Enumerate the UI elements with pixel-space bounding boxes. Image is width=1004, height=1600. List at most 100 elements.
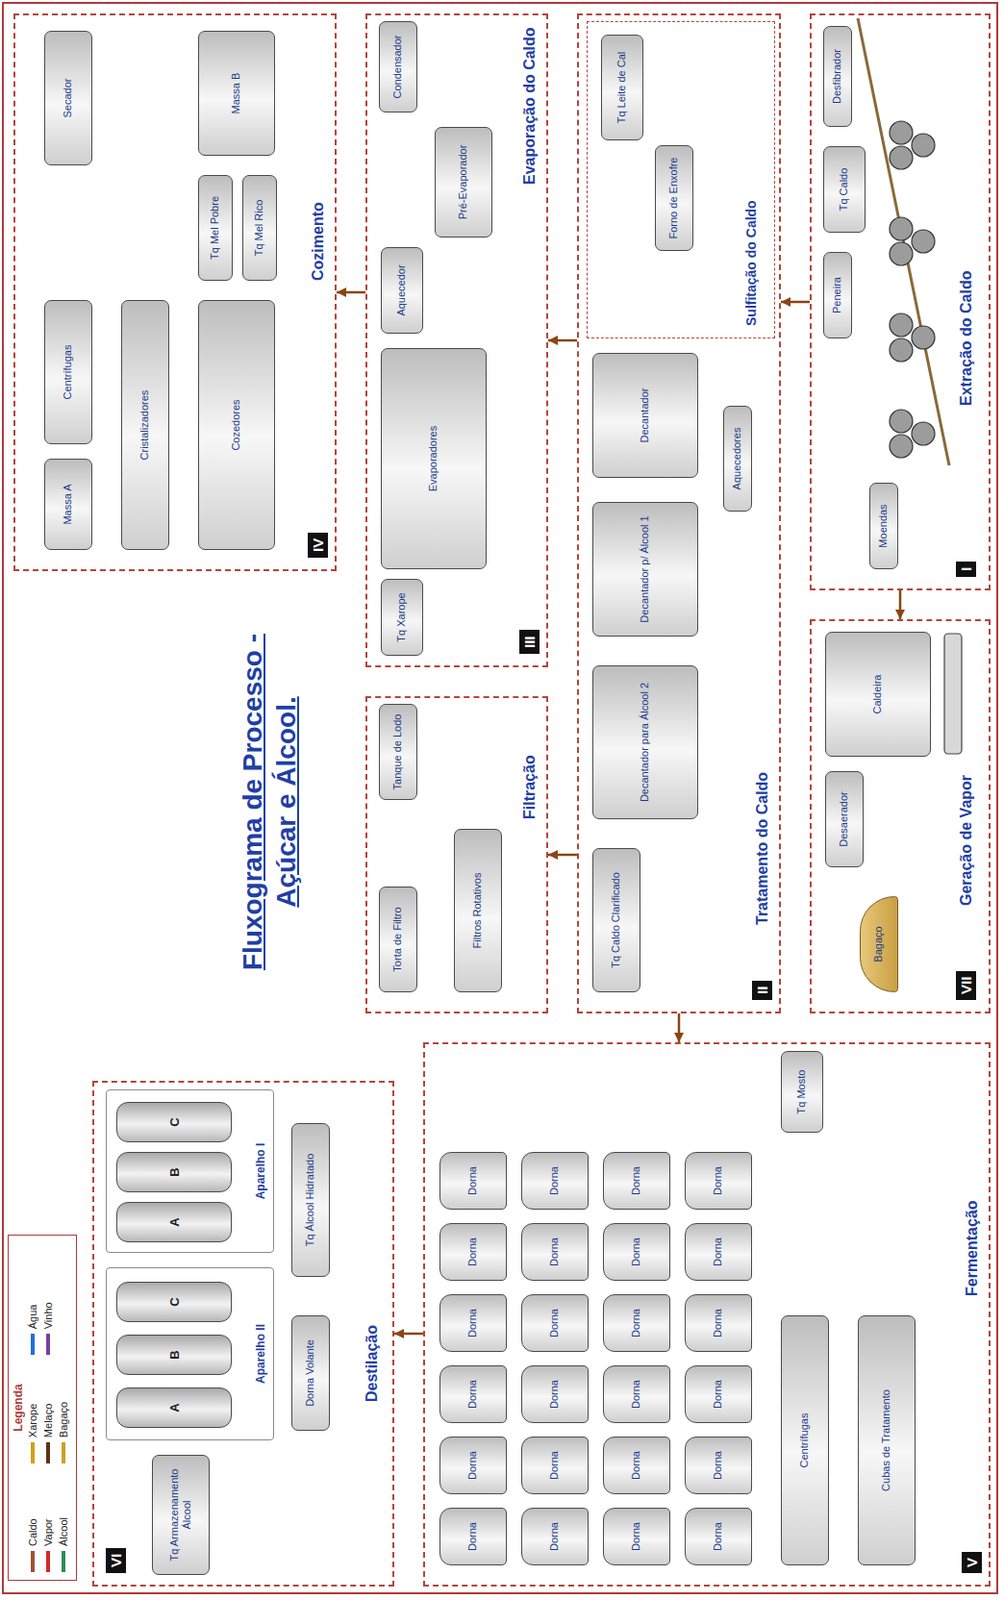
column-letter: C: [167, 1117, 182, 1127]
apparatus-label: Aparelho I: [253, 1090, 268, 1253]
equipment-label: Dorna: [711, 1308, 725, 1338]
section-title: Fermentação: [963, 1200, 981, 1297]
equipment-label: Aquecedores: [730, 427, 744, 491]
equipment-label: Dorna: [466, 1522, 479, 1552]
equipment-label: Dorna: [548, 1451, 561, 1481]
equipment-label: Desfibrador: [830, 49, 844, 104]
equipment-label: Massa B: [229, 73, 243, 115]
legend-item: Água: [25, 1246, 41, 1356]
section-title: Extração do Caldo: [957, 271, 976, 406]
boiler-chimney: [944, 633, 962, 754]
section-title: Filtração: [521, 754, 539, 820]
equipment-vessel: Centrífugas: [780, 1315, 829, 1566]
distillation-column: C: [116, 1102, 232, 1143]
equipment-label: Cristalizadores: [138, 390, 151, 461]
legend-box: LegendaCaldoXaropeÁguaVaporMelaçoVinhoÁl…: [7, 1234, 77, 1582]
section-title: Tratamento do Caldo: [753, 772, 772, 926]
equipment-label: Dorna: [466, 1237, 479, 1267]
equipment-label: Dorna: [629, 1166, 643, 1196]
mill-roller: [889, 313, 913, 337]
flow-connector: [548, 853, 578, 857]
mill-roller: [889, 434, 913, 458]
flow-connector: [677, 1013, 681, 1043]
fermentation-vat: Dorna: [521, 1294, 589, 1353]
legend-swatch: [61, 1551, 66, 1573]
legend-text: Vapor: [42, 1518, 54, 1547]
section-title: Cozimento: [309, 201, 327, 281]
equipment-label: Evaporadores: [426, 426, 440, 493]
equipment-label: Condensador: [391, 34, 404, 99]
equipment-vessel: Tq Mel Rico: [242, 175, 277, 281]
mill-roller: [911, 133, 935, 157]
process-section: Filtração Tanque de LodoFiltros Rotativos…: [365, 696, 549, 1014]
equipment-vessel: Cozedores: [198, 300, 276, 551]
fermentation-vat: Dorna: [521, 1365, 589, 1424]
section-number: II: [752, 980, 773, 1001]
equipment-label: Centrífugas: [61, 345, 75, 401]
mill-roller: [889, 217, 913, 241]
fermentation-vat: Dorna: [521, 1507, 589, 1566]
column-letter: A: [167, 1403, 182, 1412]
equipment-label: Tq Xarope: [395, 592, 408, 642]
equipment-vessel: Cristalizadores: [121, 300, 170, 551]
equipment-vessel: Centrífugas: [44, 300, 93, 445]
fermentation-vat: Dorna: [602, 1507, 671, 1566]
mill-roller: [889, 338, 913, 362]
equipment-label: Dorna: [548, 1380, 561, 1409]
legend-swatch: [46, 1333, 51, 1356]
equipment-vessel: Decantador para Álcool 2: [592, 665, 699, 820]
section-number: VII: [955, 971, 977, 1001]
equipment-vessel: Tq Mel Pobre: [198, 175, 233, 281]
fermentation-vat: Dorna: [602, 1223, 671, 1281]
section-title: Destilação: [363, 1325, 381, 1403]
section-number: IV: [307, 532, 328, 558]
equipment-vessel: Massa A: [44, 458, 93, 551]
legend-text: Caldo: [26, 1518, 39, 1547]
process-section: DestilaçãoVITq Armazenamento ÁlcoolApare…: [92, 1080, 395, 1587]
equipment-vessel: Torta de Filtro: [378, 886, 418, 993]
distillation-column: A: [116, 1387, 232, 1429]
equipment-vessel: Forno de Enxofre: [654, 145, 694, 251]
equipment-vessel: Evaporadores: [380, 348, 487, 570]
distillation-apparatus: Aparelho IABC: [105, 1089, 275, 1254]
equipment-label: Dorna: [548, 1237, 561, 1267]
equipment-label: Dorna: [466, 1451, 479, 1481]
equipment-label: Tq Caldo Clarificado: [609, 872, 623, 969]
flow-connector: [394, 1332, 424, 1336]
distillation-column: C: [116, 1281, 232, 1323]
equipment-label: Dorna: [711, 1380, 725, 1409]
equipment-label: Secador: [61, 78, 75, 119]
fermentation-vat: Dorna: [439, 1365, 507, 1424]
equipment-label: Dorna: [711, 1522, 725, 1552]
equipment-label: Caldeira: [871, 675, 884, 715]
equipment-label: Dorna: [629, 1380, 643, 1409]
equipment-label: Cubas de Tratamento: [879, 1389, 893, 1492]
process-section: Evaporação do CaldoIIICondensadorPré-Eva…: [365, 13, 549, 668]
flow-connector: [899, 590, 903, 620]
equipment-label: Moendas: [877, 503, 890, 548]
legend-item: Vapor: [40, 1463, 56, 1573]
fermentation-vat: Dorna: [684, 1223, 753, 1281]
equipment-vessel: Tq Mosto: [780, 1051, 824, 1133]
equipment-label: Torta de Filtro: [391, 906, 404, 972]
equipment-label: Tq Armazenamento Álcool: [168, 1459, 194, 1571]
equipment-label: Tq Mel Pobre: [208, 196, 222, 260]
legend-swatch: [30, 1333, 35, 1356]
equipment-vessel: Desfibrador: [823, 25, 853, 127]
equipment-label: Massa A: [61, 483, 75, 525]
section-title: Geração de Vapor: [957, 775, 976, 906]
distillation-column: B: [116, 1334, 232, 1376]
legend-text: Álcool: [57, 1517, 70, 1547]
legend-heading: Legenda: [11, 1243, 26, 1573]
equipment-vessel: Aquecedor: [380, 247, 424, 334]
equipment-vessel: Tq Álcool Hidratado: [291, 1123, 330, 1278]
equipment-vessel: Condensador: [378, 21, 418, 113]
equipment-label: Filtros Rotativos: [471, 873, 484, 950]
equipment-vessel: Secador: [44, 30, 93, 166]
legend-swatch: [61, 1442, 66, 1464]
mill-roller: [889, 242, 913, 266]
equipment-vessel: Tanque de Lodo: [378, 703, 418, 801]
sub-section: Sulfitação do CaldoTq Leite de CalForno …: [586, 21, 776, 339]
equipment-vessel: Moendas: [869, 482, 899, 570]
process-section: Extração do CaldoIDesfibradorPeneiraTq C…: [809, 13, 991, 591]
